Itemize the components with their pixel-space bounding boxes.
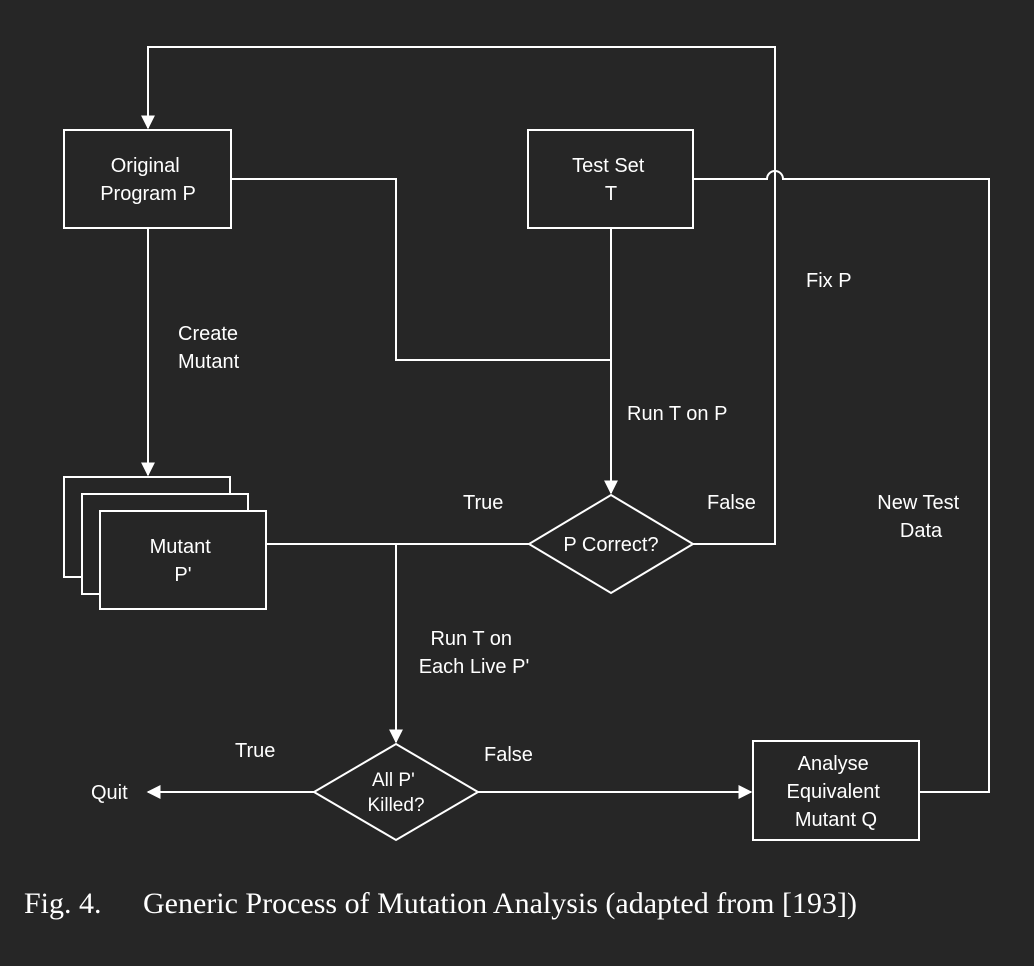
false-correct-label: False [707,492,756,514]
mutant-label: Mutant P' [150,536,217,586]
new-test-data-line [693,170,990,793]
true-killed-label: True [235,740,275,762]
all-killed-label: All P' Killed? [367,770,424,816]
new-test-data-label: New Test Data [877,492,964,542]
original-program-box [63,129,232,229]
p-correct-diamond [527,493,695,595]
program-to-join-line [231,178,611,361]
figure-number: Fig. 4. [24,887,102,920]
analyse-equivalent-label: Analyse Equivalent Mutant Q [787,753,886,831]
run-t-each-label: Run T on Each Live P' [419,628,530,678]
test-set-box [527,129,694,229]
false-killed-label: False [484,744,533,766]
mutant-box [99,510,267,610]
fix-p-arrow [141,46,776,545]
true-correct-label: True [463,492,503,514]
fix-p-label: Fix P [806,270,852,292]
figure-caption: Generic Process of Mutation Analysis (ad… [143,887,857,920]
all-killed-diamond [312,742,480,842]
run-t-on-p-label: Run T on P [627,403,727,425]
analyse-equivalent-box [752,740,920,841]
p-correct-label: P Correct? [563,534,658,556]
create-mutant-label: Create Mutant [178,323,244,373]
test-set-label: Test Set T [572,155,650,205]
original-program-label: Original Program P [100,155,196,205]
quit-label: Quit [91,782,128,804]
